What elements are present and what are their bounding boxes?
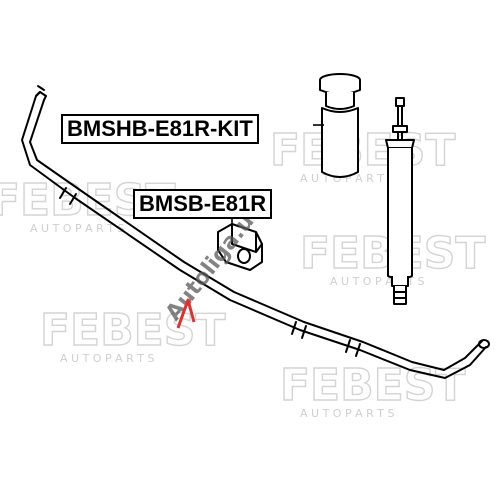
watermark-tagline: A U T O P A R T S: [60, 352, 154, 365]
part-label-dust-boot-kit: BMSHB-E81R-KIT: [61, 114, 259, 144]
shock-dust-boot-kit: [319, 73, 361, 178]
watermark-brand: FEBEST: [40, 305, 225, 356]
shock-absorber: [385, 97, 415, 305]
watermark-tagline: A U T O P A R T S: [30, 222, 124, 235]
stabilizer-bar: [21, 85, 490, 379]
overlay-logo-accent-icon: [176, 298, 196, 329]
watermark-tagline-layer: A U T O P A R T S A U T O P A R T S A U …: [30, 172, 424, 420]
watermark-tagline: A U T O P A R T S: [300, 172, 394, 185]
watermark-tagline: A U T O P A R T S: [300, 407, 394, 420]
part-label-stabilizer-bushing: BMSB-E81R: [133, 189, 273, 219]
stabilizer-bushing: [217, 223, 263, 271]
watermark-brand: FEBEST: [270, 125, 455, 176]
